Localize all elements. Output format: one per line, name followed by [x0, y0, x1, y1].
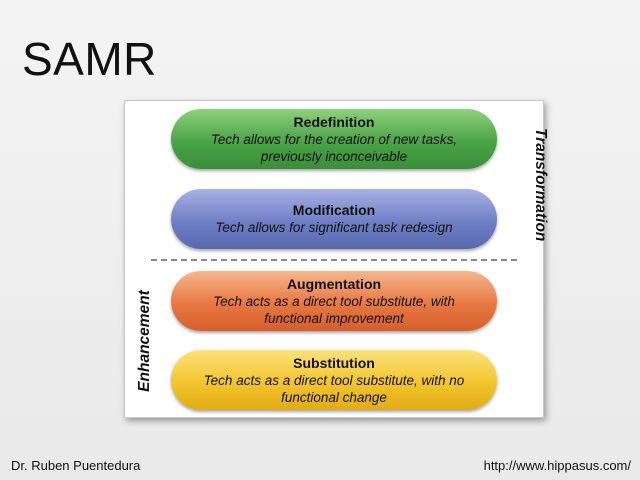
level-name: Redefinition	[293, 113, 375, 130]
level-name: Augmentation	[286, 275, 382, 292]
group-divider	[151, 259, 517, 261]
level-description: Tech allows for the creation of new task…	[210, 131, 458, 164]
level-substitution: Substitution Tech acts as a direct tool …	[171, 350, 497, 410]
level-name: Substitution	[293, 354, 375, 371]
level-description: Tech allows for significant task redesig…	[215, 220, 453, 235]
level-description: Tech acts as a direct tool substitute, w…	[203, 372, 465, 405]
author-credit: Dr. Ruben Puentedura	[11, 458, 141, 473]
level-name: Modification	[292, 202, 376, 218]
level-augmentation: Augmentation Tech acts as a direct tool …	[171, 271, 497, 331]
level-redefinition: Redefinition Tech allows for the creatio…	[171, 109, 497, 169]
slide-title: SAMR	[22, 33, 157, 85]
samr-diagram: Redefinition Tech allows for the creatio…	[124, 100, 549, 418]
level-description: Tech acts as a direct tool substitute, w…	[213, 293, 455, 326]
transformation-label: Transformation	[532, 128, 549, 242]
website-url: http://www.hippasus.com/	[483, 458, 631, 473]
level-modification: Modification Tech allows for significant…	[171, 189, 497, 249]
enhancement-label: Enhancement	[136, 290, 153, 392]
